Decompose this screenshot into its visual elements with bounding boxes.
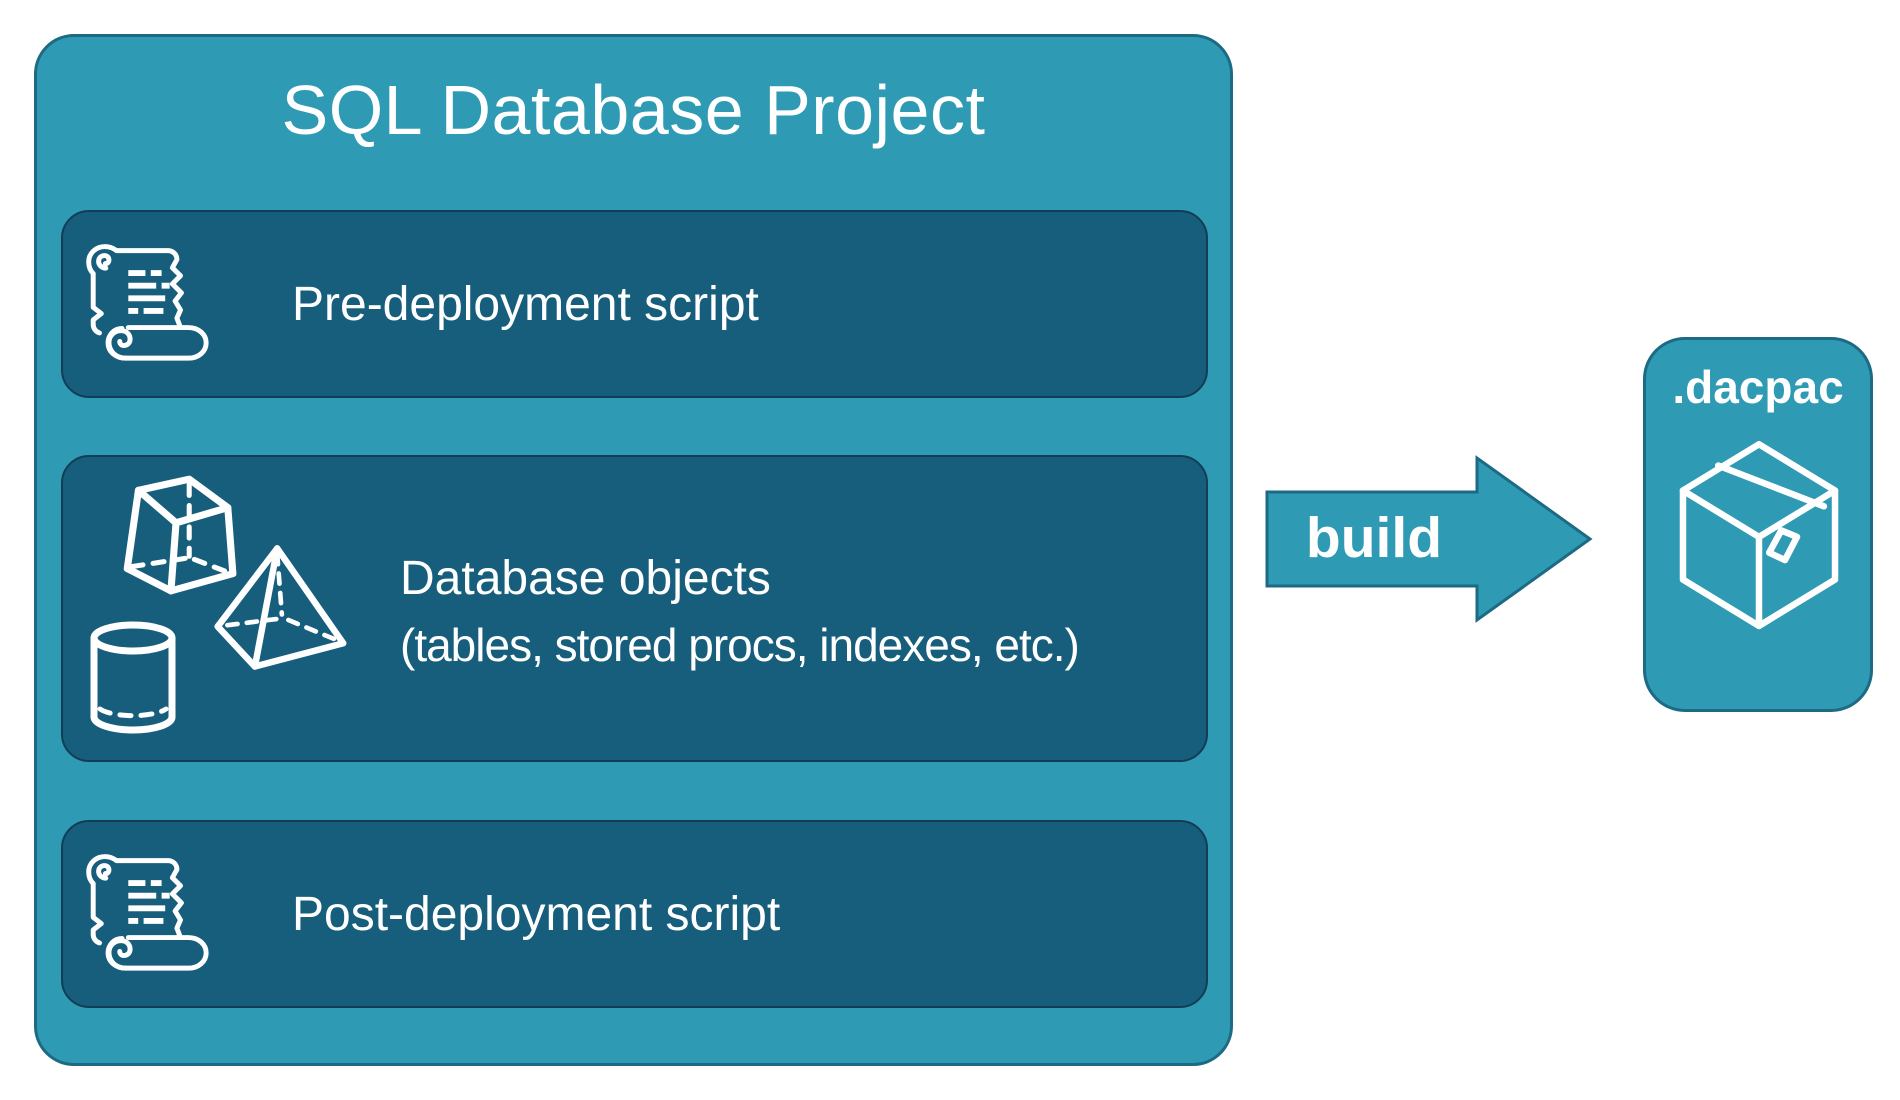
dacpac-label: .dacpac [1672, 361, 1844, 413]
cube-icon [107, 467, 243, 599]
scroll-icon [81, 848, 217, 974]
dacpac-box: .dacpac [1643, 337, 1873, 712]
build-arrow-label: build [1305, 506, 1443, 570]
package-icon [1670, 430, 1848, 642]
post-deployment-label: Post-deployment script [292, 887, 781, 941]
cylinder-icon [90, 621, 178, 735]
pyramid-icon [209, 541, 351, 673]
database-objects-line2: (tables, stored procs, indexes, etc.) [400, 619, 1080, 671]
pre-deployment-box: Pre-deployment script [61, 210, 1208, 398]
build-arrow [1264, 454, 1594, 624]
post-deployment-box: Post-deployment script [61, 820, 1208, 1008]
panel-title: SQL Database Project [281, 71, 986, 149]
database-objects-box: Database objects (tables, stored procs, … [61, 455, 1208, 762]
sql-database-project-panel: SQL Database Project Pre-deployment scri… [34, 34, 1233, 1066]
database-objects-label: Database objects (tables, stored procs, … [400, 546, 1080, 678]
database-objects-line1: Database objects [400, 552, 771, 605]
pre-deployment-label: Pre-deployment script [292, 277, 759, 331]
scroll-icon [81, 238, 217, 364]
